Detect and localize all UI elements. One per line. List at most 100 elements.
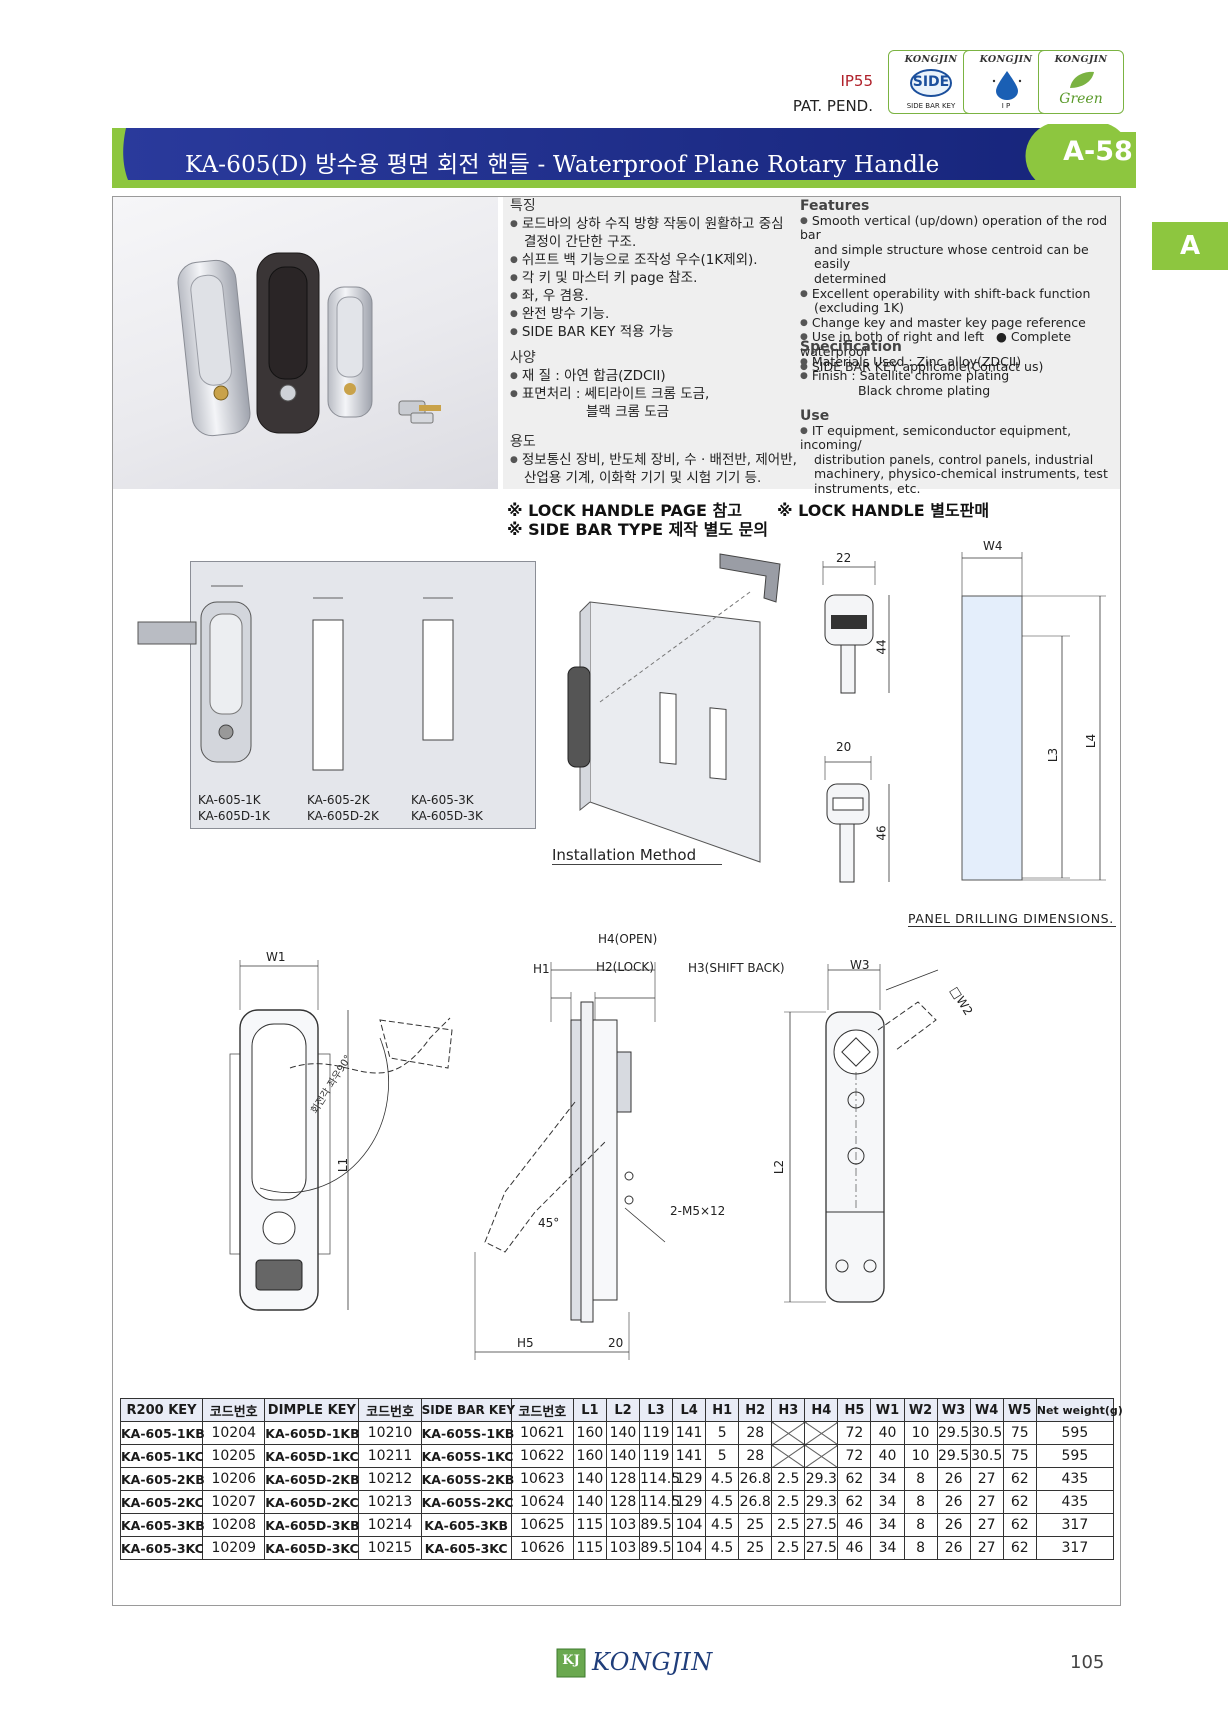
key-icon (822, 561, 890, 694)
column-header: H2 (738, 1398, 773, 1422)
use-kr-line: 산업용 기계, 이화학 기기 및 시험 기기 등. (524, 470, 762, 486)
use-kr: 용도 정보통신 장비, 반도체 장비, 수 · 배전반, 제어반, 산업용 기계… (510, 433, 800, 487)
table-cell: 160 (572, 1421, 607, 1445)
table-cell: 46 (837, 1536, 872, 1560)
spec-material-en: Materials Used : Zinc alloy(ZDCII) (800, 354, 1118, 370)
table-cell: 10205 (202, 1444, 266, 1468)
l2-dim: L2 (772, 1159, 787, 1175)
feature-item: SIDE BAR KEY 적용 가능 (510, 323, 800, 341)
table-cell: 114.5 (639, 1490, 680, 1514)
side-bar-key-badge: KONGJIN SIDE SIDE BAR KEY (888, 50, 974, 114)
rod-bar-stub (137, 621, 197, 645)
column-header: L4 (672, 1398, 707, 1422)
content-frame (112, 196, 1121, 1606)
features-heading-en: Features (800, 198, 870, 214)
installation-method-label: Installation Method (552, 846, 723, 865)
table-cell: 8 (903, 1490, 938, 1514)
variant-cutouts (200, 585, 454, 771)
table-cell: 26 (936, 1467, 971, 1491)
feature-item-en: Use in both of right and left ● Complete… (800, 329, 1118, 359)
table-cell: 10622 (510, 1444, 574, 1468)
table-cell: 34 (870, 1536, 905, 1560)
table-cell: 595 (1035, 1444, 1115, 1468)
table-cell: 62 (1002, 1513, 1037, 1537)
column-header: H4 (804, 1398, 839, 1422)
table-cell: 27 (969, 1467, 1004, 1491)
spec-en: Specification Materials Used : Zinc allo… (800, 340, 1118, 398)
spec-heading-kr: 사양 (510, 350, 536, 366)
table-cell: 160 (572, 1444, 607, 1468)
column-header: W4 (969, 1398, 1004, 1422)
table-cell: 129 (672, 1467, 707, 1491)
kj-logo-icon (556, 1648, 586, 1678)
w3-dim: W3 (850, 958, 870, 972)
key2-width-dim: 20 (836, 740, 852, 754)
table-cell: KA-605D-1KC (264, 1444, 360, 1468)
variant-label: KA-605-3K (411, 793, 474, 807)
table-cell: KA-605S-2KB (420, 1467, 514, 1491)
front-view-drawing (229, 960, 453, 1311)
table-cell: 10207 (202, 1490, 266, 1514)
table-cell: 89.5 (639, 1513, 674, 1537)
column-header: SIDE BAR KEY (420, 1398, 515, 1422)
table-cell: 26 (936, 1536, 971, 1560)
feature-item-cont: 결정이 간단한 구조. (524, 234, 637, 250)
footer-brand: KONGJIN (592, 1648, 713, 1676)
column-header: L1 (572, 1398, 607, 1422)
feature-item-en: Smooth vertical (up/down) operation of t… (800, 213, 1118, 243)
green-badge: KONGJIN Green (1038, 50, 1124, 114)
table-cell: 10206 (202, 1467, 266, 1491)
table-cell: KA-605-3KB (119, 1513, 205, 1537)
table-cell: 103 (605, 1536, 641, 1560)
feature-item: 로드바의 상하 수직 방향 작동이 원활하고 중심 (510, 215, 800, 233)
title-banner (112, 124, 1136, 188)
features-heading-kr: 특징 (510, 198, 536, 214)
section-tab: A (1152, 222, 1228, 270)
variant-label: KA-605D-2K (307, 809, 379, 823)
table-cell: 104 (672, 1536, 707, 1560)
handles-illustration (177, 252, 441, 437)
badge-label: SIDE (912, 74, 950, 90)
table-cell: 5 (705, 1444, 740, 1468)
table-cell: 2.5 (771, 1467, 806, 1491)
h3-dim: H3(SHIFT BACK) (688, 961, 785, 975)
table-cell: 128 (605, 1490, 641, 1514)
use-kr-line: 정보통신 장비, 반도체 장비, 수 · 배전반, 제어반, (510, 451, 800, 469)
note-side-bar-type: ※ SIDE BAR TYPE 제작 별도 문의 (507, 520, 769, 539)
column-header: Net weight(g) (1035, 1398, 1123, 1422)
h4-dim: H4(OPEN) (598, 932, 658, 946)
table-cell: 72 (837, 1421, 872, 1445)
table-cell: 4.5 (705, 1490, 740, 1514)
table-cell: 72 (837, 1444, 872, 1468)
variant-label: KA-605-2K (307, 793, 370, 807)
table-cell: 4.5 (705, 1467, 740, 1491)
table-cell: 28 (738, 1444, 773, 1468)
spec-finish-kr: 표면처리 : 쎄티라이트 크롬 도금, (510, 385, 800, 403)
h2-dim: H2(LOCK) (596, 960, 654, 974)
table-cell: 2.5 (771, 1490, 806, 1514)
table-cell: 141 (672, 1421, 707, 1445)
table-cell: 40 (870, 1444, 905, 1468)
use-en-line: instruments, etc. (814, 480, 921, 496)
column-header: H3 (771, 1398, 806, 1422)
table-cell: KA-605D-3KC (264, 1536, 360, 1560)
spec-kr: 사양 재 질 : 아연 합금(ZDCII) 표면처리 : 쎄티라이트 크롬 도금… (510, 349, 800, 421)
use-heading-kr: 용도 (510, 434, 536, 450)
table-cell: 29.3 (804, 1467, 839, 1491)
column-header: W5 (1002, 1398, 1037, 1422)
angle-45-label: 45° (538, 1216, 560, 1230)
column-header: W3 (936, 1398, 971, 1422)
feature-item-en-cont: (excluding 1K) (814, 300, 905, 316)
table-cell: 104 (672, 1513, 707, 1537)
w1-dim: W1 (266, 950, 286, 964)
badge-label: Green (1059, 91, 1103, 107)
table-cell: 141 (672, 1444, 707, 1468)
feature-item: 쉬프트 백 기능으로 조작성 우수(1K제외). (510, 251, 800, 269)
table-cell: 62 (1002, 1536, 1037, 1560)
spec-finish2-en: Black chrome plating (858, 382, 991, 398)
back-view-drawing (784, 964, 939, 1303)
page-code: A-58 (1063, 136, 1133, 167)
